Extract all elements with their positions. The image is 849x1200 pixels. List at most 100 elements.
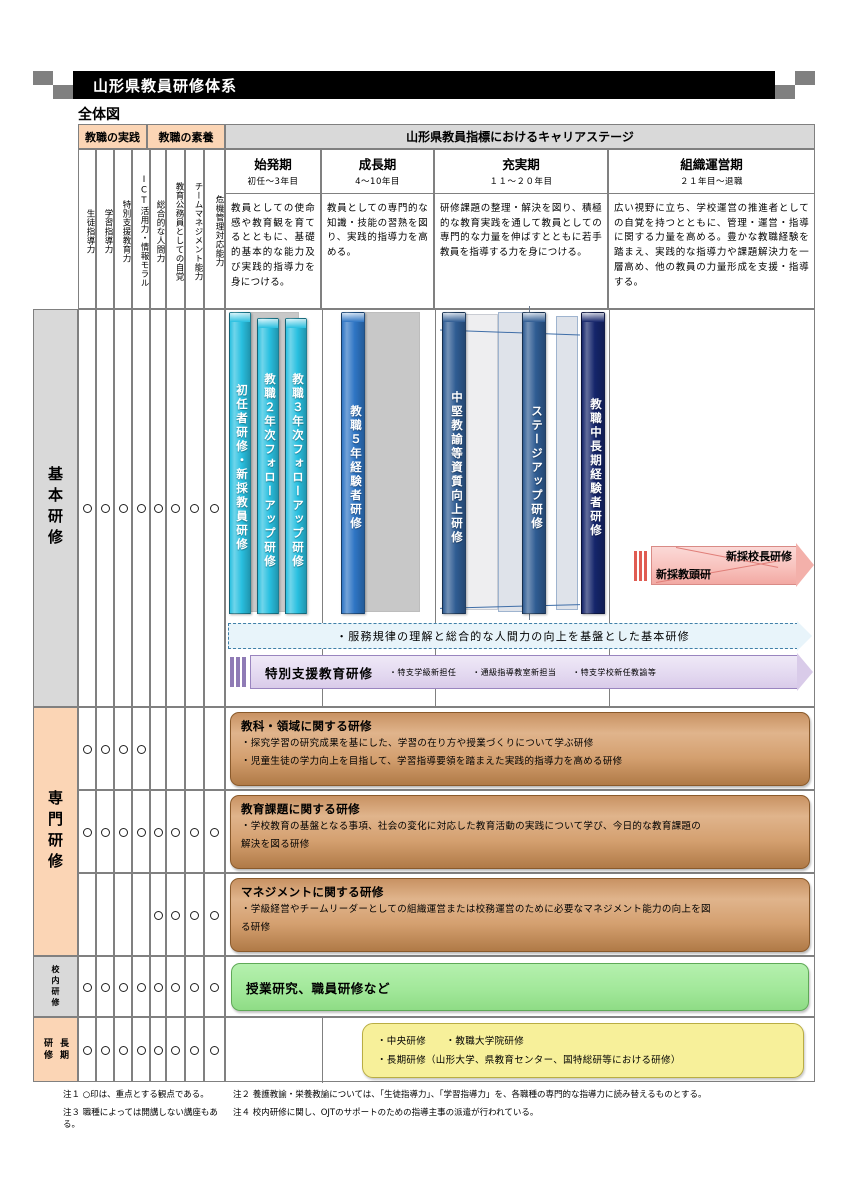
specialized-mark-r2-cell-6 — [166, 790, 185, 873]
longterm-mark-cell-2 — [96, 1017, 114, 1082]
specialized-pane-3: マネジメントに関する研修・学級経営やチームリーダーとしての組織運営または校務運営… — [225, 873, 815, 956]
specialized-mark-r1-cell-3 — [114, 707, 132, 790]
specialized-mark-r3-cell-1 — [78, 873, 96, 956]
specialized-box-3: マネジメントに関する研修・学級経営やチームリーダーとしての組織運営または校務運営… — [230, 878, 810, 952]
training-bar-cap-2 — [258, 319, 278, 328]
training-bar-cap-5 — [443, 313, 465, 322]
training-bar-label-5: 中堅教諭等資質向上研修 — [450, 391, 464, 545]
emphasis-circle-mark — [136, 1045, 146, 1055]
emphasis-circle-mark — [153, 827, 163, 837]
row-label-longterm-b: 長期 — [58, 1037, 68, 1062]
emphasis-circle-mark — [136, 982, 146, 992]
competency-column-6: 教育公務員としての自覚 — [166, 149, 185, 309]
emphasis-circle-mark — [82, 827, 92, 837]
principal-training-label: 新採校長研修 — [726, 550, 792, 563]
emphasis-circle-mark — [118, 1045, 128, 1055]
competency-column-8: 危機管理対応能力 — [204, 149, 225, 309]
emphasis-circle-mark — [190, 827, 199, 837]
vice-principal-training-label: 新採教頭研 — [656, 568, 711, 581]
specialized-mark-r3-cell-7 — [185, 873, 204, 956]
longterm-mark-cell-3 — [114, 1017, 132, 1082]
training-bar-label-6: ステージアップ研修 — [530, 405, 544, 531]
panel-decoration-2 — [354, 312, 420, 612]
specialized-mark-r3-cell-4 — [132, 873, 150, 956]
school-mark-cell-6 — [166, 956, 185, 1017]
specialized-mark-r2-cell-8 — [204, 790, 225, 873]
basic-mark-cell-1 — [78, 309, 96, 707]
subtitle: 全体図 — [78, 107, 120, 123]
basic-mark-cell-4 — [132, 309, 150, 707]
specialized-mark-r3-cell-3 — [114, 873, 132, 956]
emphasis-circle-mark — [118, 827, 128, 837]
emphasis-circle-mark — [118, 982, 128, 992]
emphasis-circle-mark — [82, 504, 92, 513]
career-stage-years-4: ２１年目～退職 — [679, 177, 743, 187]
special-needs-band: 特別支援教育研修 ・特支学級新担任 ・通級指導教室新担当 ・特支学校新任教諭等 — [250, 655, 798, 689]
specialized-box-line-1-2: ・児童生徒の学力向上を目指して、学習指導要領を踏まえた実践的指導力を高める研修 — [241, 755, 623, 767]
career-stage-separator-1 — [226, 193, 320, 194]
school-training-box: 授業研究、職員研修など — [231, 963, 809, 1011]
career-stage-separator-4 — [609, 193, 814, 194]
emphasis-circle-mark — [210, 910, 219, 920]
school-training-pane: 授業研究、職員研修など — [225, 956, 815, 1017]
specialized-mark-r2-cell-7 — [185, 790, 204, 873]
specialized-mark-r1-cell-2 — [96, 707, 114, 790]
career-stage-years-2: 4～10年目 — [355, 177, 400, 187]
training-bar-cap-6 — [523, 313, 545, 322]
specialized-mark-r1-cell-8 — [204, 707, 225, 790]
career-stage-separator-2 — [322, 193, 433, 194]
career-stage-desc-1: 教員としての使命感や教育観を育てるとともに、基礎的基本的な能力及び実践的指導力を… — [231, 203, 315, 288]
emphasis-circle-mark — [82, 982, 92, 992]
specialized-mark-r3-cell-6 — [166, 873, 185, 956]
emphasis-circle-mark — [171, 982, 180, 992]
footnote-left-1: 注１ ○印は、重点とする観点である。 — [63, 1090, 209, 1100]
basic-mark-cell-6 — [166, 309, 185, 707]
school-mark-cell-4 — [132, 956, 150, 1017]
emphasis-circle-mark — [190, 910, 199, 920]
longterm-mark-cell-5 — [150, 1017, 166, 1082]
row-label-longterm: 研修 長期 — [33, 1017, 78, 1082]
career-stage-desc-3: 研修課題の整理・解決を図り、積極的な教育実践を通して教員としての専門的な力量を伸… — [440, 203, 602, 259]
footnote-right-2: 注４ 校内研修に関し、OJTのサポートのための指導主事の派遣が行われている。 — [233, 1108, 539, 1118]
training-bar-cap-1 — [230, 313, 250, 322]
stage-divider-1 — [322, 310, 323, 708]
specialized-box-line-3-1: ・学級経営やチームリーダーとしての組織運営または校務運営のために必要なマネジメン… — [241, 904, 711, 915]
emphasis-circle-mark — [136, 504, 146, 513]
competency-column-3: 特別支援教育力 — [114, 149, 132, 309]
emphasis-circle-mark — [210, 1045, 219, 1055]
specialized-mark-r3-cell-5 — [150, 873, 166, 956]
special-needs-sub3: ・特支学校新任教諭等 — [572, 667, 657, 677]
training-bar-label-4: 教職５年経験者研修 — [349, 405, 363, 531]
school-mark-cell-7 — [185, 956, 204, 1017]
row-label-school: 校内研修 — [33, 956, 78, 1017]
specialized-mark-r2-cell-4 — [132, 790, 150, 873]
specialized-mark-r3-cell-2 — [96, 873, 114, 956]
training-bar-5: 中堅教諭等資質向上研修 — [442, 312, 466, 614]
specialized-mark-r3-cell-8 — [204, 873, 225, 956]
career-stage-years-1: 初任～3年目 — [247, 177, 299, 187]
longterm-line-2: ・長期研修（山形大学、県教育センター、国特総研等における研修） — [377, 1055, 681, 1066]
row-label-longterm-a: 研修 — [42, 1037, 52, 1062]
specialized-box-line-1-1: ・探究学習の研究成果を基にした、学習の在り方や授業づくりについて学ぶ研修 — [241, 738, 594, 749]
longterm-mark-cell-8 — [204, 1017, 225, 1082]
basic-mark-cell-5 — [150, 309, 166, 707]
basic-mark-cell-7 — [185, 309, 204, 707]
career-stage-name-1: 始発期 — [254, 157, 292, 172]
checker-decoration-left — [33, 71, 73, 99]
basic-mark-cell-2 — [96, 309, 114, 707]
emphasis-circle-mark — [100, 827, 110, 837]
specialized-box-title-2: 教育課題に関する研修 — [241, 802, 360, 816]
group-header-literacy: 教職の素養 — [147, 124, 225, 149]
career-stage-1: 始発期初任～3年目教員としての使命感や教育観を育てるとともに、基礎的基本的な能力… — [225, 149, 321, 309]
training-bar-cap-4 — [342, 313, 364, 322]
training-bar-1: 初任者研修・新採教員研修 — [229, 312, 251, 614]
career-stage-desc-2: 教員としての専門的な知識・技能の習熟を図り、実践的指導力を高める。 — [327, 203, 428, 259]
specialized-pane-1: 教科・領域に関する研修・探究学習の研究成果を基にした、学習の在り方や授業づくりに… — [225, 707, 815, 790]
specialized-box-line-2-2: 解決を図る研修 — [241, 838, 310, 850]
special-needs-sub2: ・通級指導教室新担当 — [472, 667, 557, 677]
specialized-box-1: 教科・領域に関する研修・探究学習の研究成果を基にした、学習の在り方や授業づくりに… — [230, 712, 810, 786]
emphasis-circle-mark — [171, 504, 180, 513]
purple-accent-bars — [230, 657, 246, 687]
